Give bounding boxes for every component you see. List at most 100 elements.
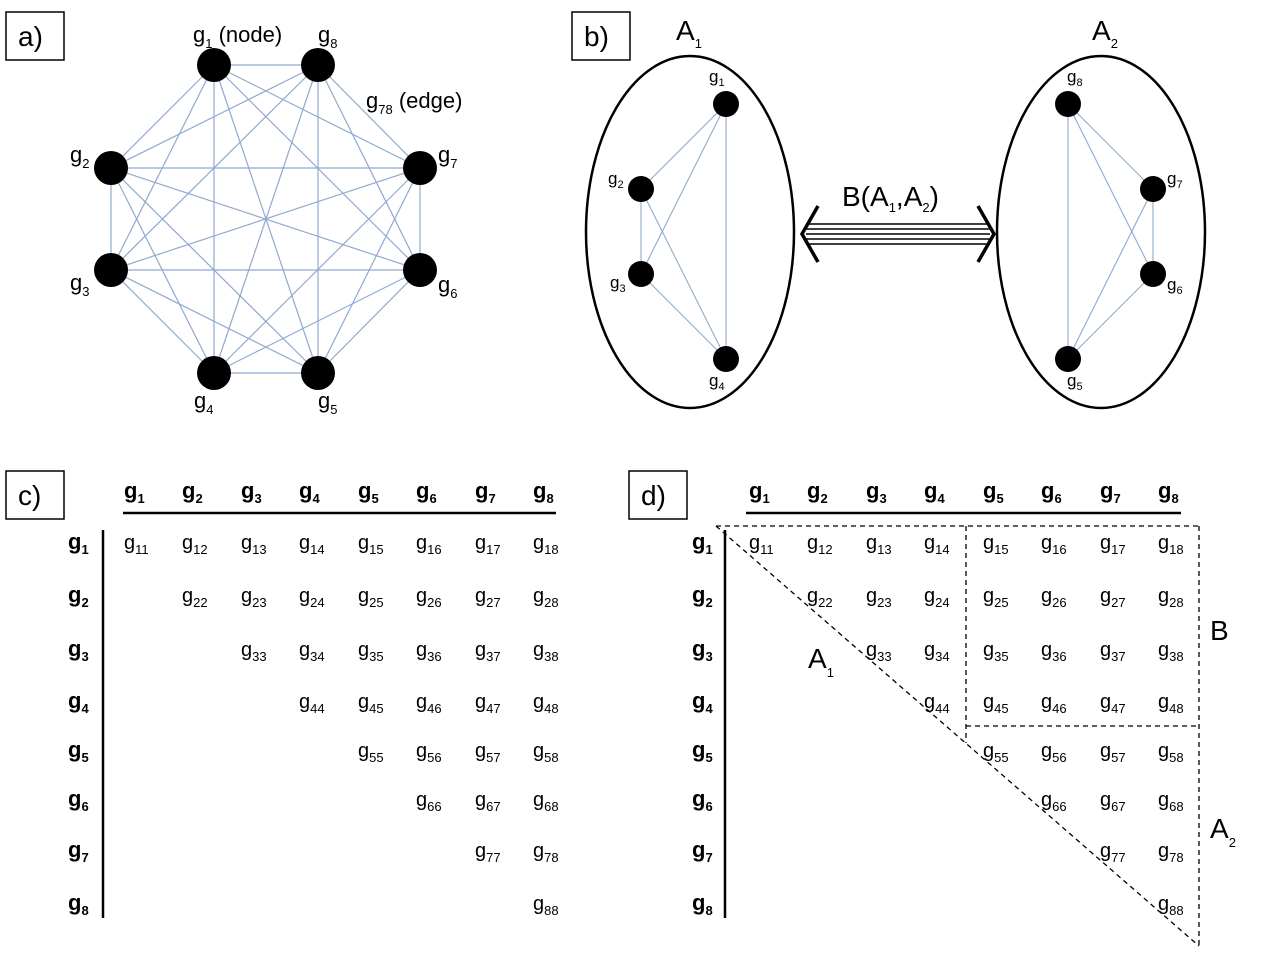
matrix-d-cell: g11 [749,532,774,557]
module-node-2 [628,176,654,202]
matrix-c-col-header-5: g5 [358,478,379,506]
matrix-d-cell: g35 [983,639,1009,664]
matrix-d-cell: g57 [1100,740,1126,765]
matrix-c-cell: g55 [358,740,384,765]
matrix-c-cell: g11 [124,532,149,557]
block-b-label: B [1210,615,1229,646]
graph-edge [317,64,421,169]
module-node-4 [713,346,739,372]
graph-edge [110,167,421,271]
matrix-c-cell: g37 [475,639,501,664]
matrix-d-row-header-4: g4 [692,688,713,716]
module-edge [1067,103,1154,190]
matrix-d-cell: g28 [1158,585,1184,610]
matrix-c-cell: g27 [475,585,501,610]
matrix-d-row-header-2: g2 [692,582,713,610]
block-diagonal [715,525,1200,947]
graph-node-4 [197,356,231,390]
matrix-c-cell: g45 [358,691,384,716]
graph-node-label-5: g5 [318,388,337,417]
matrix-d-cell: g34 [924,639,950,664]
panel-b-label: b) [584,21,609,52]
graph-edges [110,64,421,374]
module-edge [640,103,727,190]
panel-c-label-box [5,470,65,520]
matrix-c-cell: g57 [475,740,501,765]
module-edge [1067,188,1154,360]
matrix-c-row-header-2: g2 [68,582,89,610]
panel-c-label: c) [18,480,41,511]
arrowhead-left-icon [799,205,820,263]
module-edge [1067,273,1154,360]
graph-node-label-1: g1 (node) [193,22,282,51]
matrix-d-cell: g33 [866,639,892,664]
matrix-c-cell: g15 [358,532,384,557]
matrix-d-cell: g13 [866,532,892,557]
matrix-c-cell: g68 [533,789,559,814]
matrix-d-cell: g48 [1158,691,1184,716]
matrix-d-col-header-5: g5 [983,478,1004,506]
matrix-c-cell: g28 [533,585,559,610]
matrix-c-cell: g47 [475,691,501,716]
matrix-c-col-header-8: g8 [533,478,554,506]
matrix-c-row-header-7: g7 [68,837,89,865]
matrix-d-cell: g36 [1041,639,1067,664]
matrix-d-cell: g78 [1158,840,1184,865]
graph-node-label-2: g2 [70,142,89,171]
graph-edge [110,269,319,374]
matrix-d-cell: g88 [1158,893,1184,918]
between-module-arrow [799,205,997,263]
matrix-c-cell: g48 [533,691,559,716]
matrix-c-cell: g14 [299,532,325,557]
matrix-c-cell: g18 [533,532,559,557]
module-node-label-3: g3 [610,273,626,295]
module-node-label-1: g1 [709,67,725,89]
matrix-d-cell: g17 [1100,532,1126,557]
module-edge [640,273,727,360]
matrix-c-cell: g16 [416,532,442,557]
panel-b-label-box [571,11,631,61]
matrix-d-cell: g25 [983,585,1009,610]
graph-node-label-3: g3 [70,270,89,299]
matrix-d-cell: g22 [807,585,833,610]
matrix-d-cell: g77 [1100,840,1126,865]
matrix-c-row-header-3: g3 [68,636,89,664]
matrix-c-cell: g67 [475,789,501,814]
module-node-6 [1140,261,1166,287]
graph-node-5 [301,356,335,390]
panel-a-label: a) [18,21,43,52]
module-a2-label: A2 [1092,15,1118,51]
matrix-d-cell: g55 [983,740,1009,765]
matrix-d-cell: g14 [924,532,950,557]
module-a1-label: A1 [676,15,702,51]
block-outlines [715,525,1200,947]
matrix-d-cell: g27 [1100,585,1126,610]
matrix-d-col-header-4: g4 [924,478,945,506]
graph-edge [110,167,215,374]
matrix-c-cell: g26 [416,585,442,610]
graph-edge [110,167,319,374]
matrix-c-row-header-4: g4 [68,688,89,716]
matrix-d-cell: g15 [983,532,1009,557]
graph-node-label-6: g6 [438,272,457,301]
panel-d-label-box [628,470,688,520]
matrix-d-row-header-6: g6 [692,786,713,814]
matrix-c-cell: g13 [241,532,267,557]
matrix-d-col-header-1: g1 [749,478,770,506]
matrix-c-row-header-5: g5 [68,737,89,765]
module-edge [640,188,727,360]
matrix-c-cell: g46 [416,691,442,716]
graph-node-label-7: g7 [438,142,457,171]
graph-node-label-8: g8 [318,22,337,51]
matrix-c-row-header-6: g6 [68,786,89,814]
arrowhead-right-icon [976,205,997,263]
matrix-c-cell: g88 [533,893,559,918]
